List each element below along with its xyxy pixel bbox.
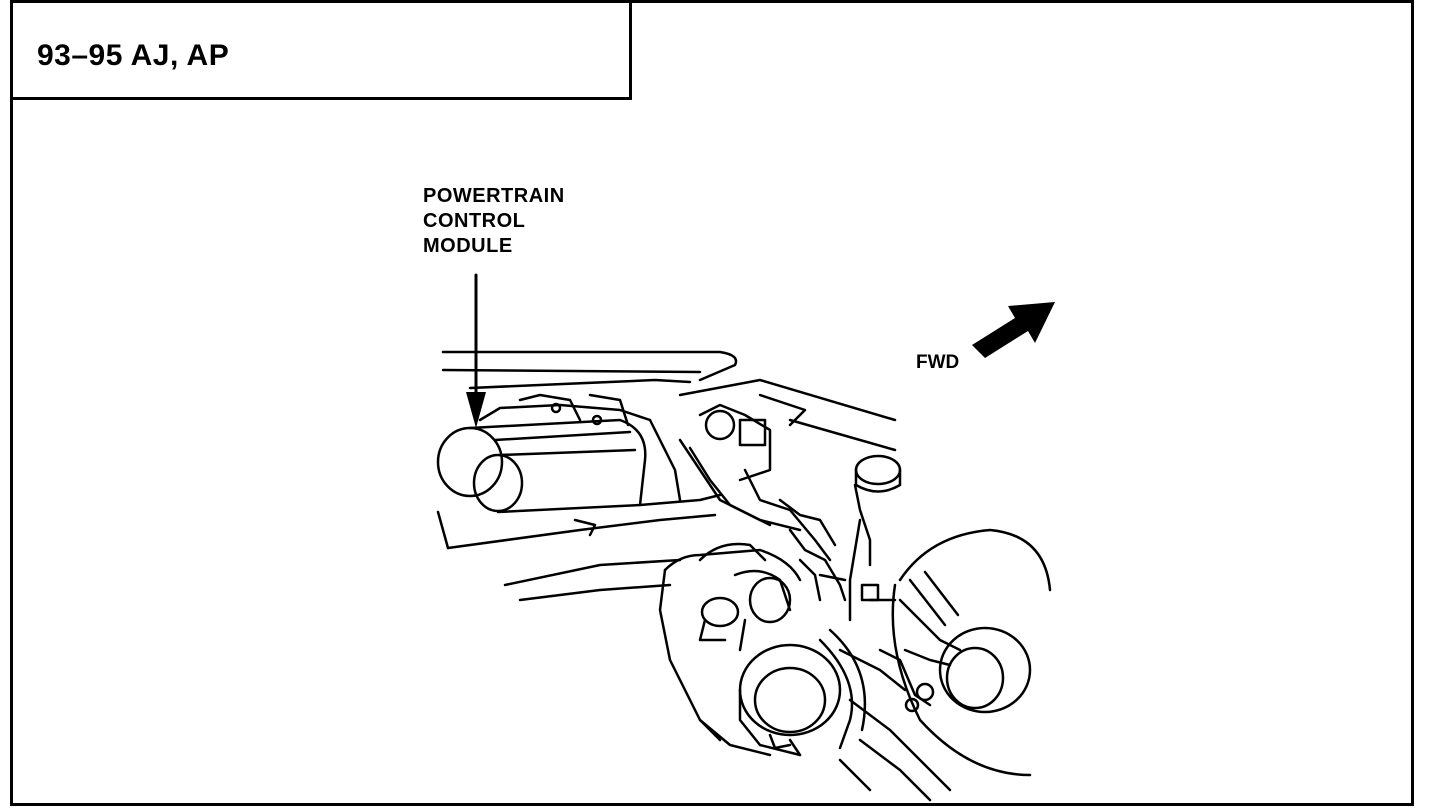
pcm-callout-label: POWERTRAIN CONTROL MODULE [423,184,565,259]
forward-arrow-icon [972,302,1055,358]
callout-line-3: MODULE [423,235,513,257]
callout-line-1: POWERTRAIN [423,185,565,207]
callout-line-2: CONTROL [423,210,526,232]
diagram-frame [10,0,1414,806]
fwd-label: FWD [916,352,960,373]
page-title: 93–95 AJ, AP [37,39,230,72]
model-year-header: 93–95 AJ, AP [10,0,632,100]
